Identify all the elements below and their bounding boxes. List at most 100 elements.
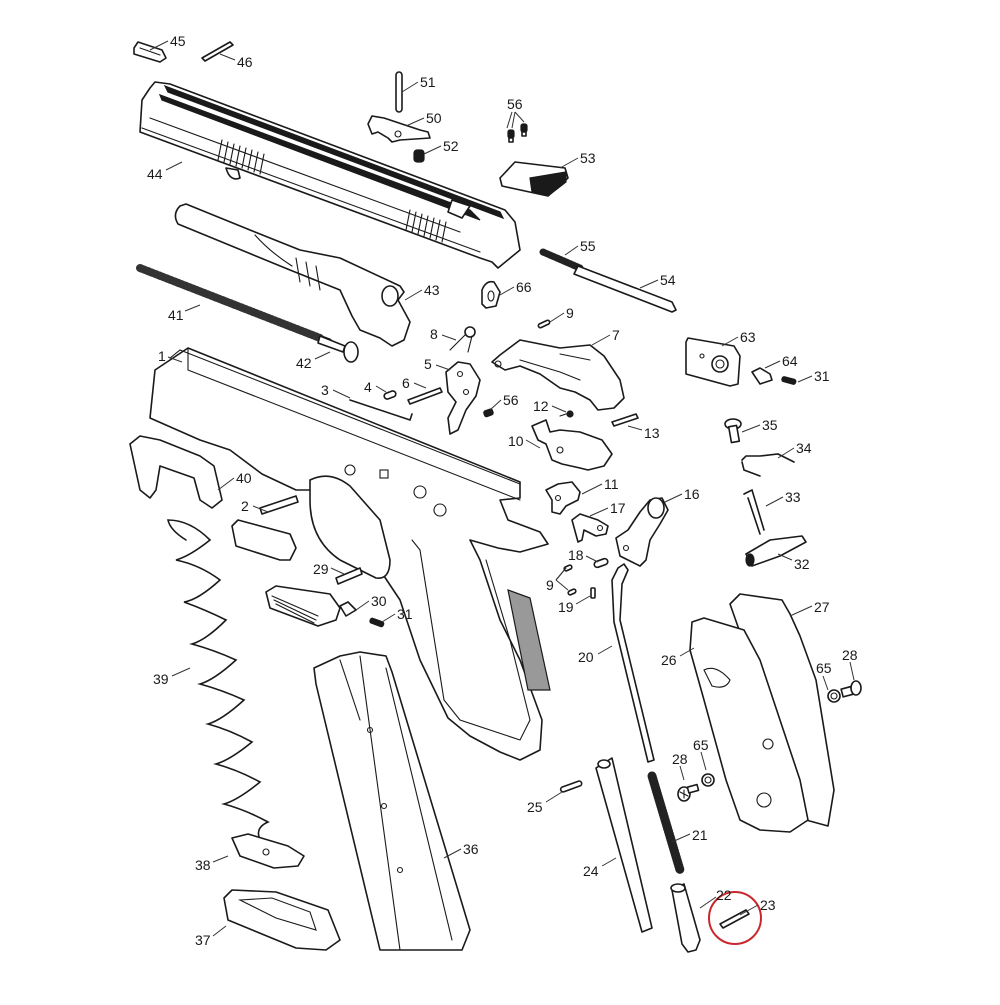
leader-line-65 [822,675,829,691]
leader-line-28 [849,661,855,681]
part-64-part [751,367,773,385]
leader-line-41 [184,304,201,312]
callout-label-2: 2 [241,498,249,514]
callout-label-10: 10 [508,433,524,449]
callout-label-4: 4 [364,379,372,395]
part-1-frame [149,347,551,761]
callout-label-55: 55 [580,238,596,254]
leader-line-51 [401,81,419,93]
callout-label-27: 27 [814,599,830,615]
part-33-spring [743,488,765,535]
part-31-spring [781,376,797,385]
part-31-spring-b [369,617,385,628]
leader-line-8 [441,334,457,341]
callout-label-41: 41 [168,307,184,323]
callout-label-56: 56 [503,392,519,408]
callout-label-12: 12 [533,398,549,414]
callout-label-6: 6 [402,375,410,391]
callout-label-54: 54 [660,272,676,288]
leader-line-56 [489,399,502,411]
part-40-magazine-catch [129,435,223,509]
leader-line-24 [601,857,617,867]
callout-label-8: 8 [430,326,438,342]
callout-label-28: 28 [672,751,688,767]
part-63-plate [685,337,741,387]
leader-line-16 [664,493,683,503]
leader-line-31 [797,375,813,383]
part-66-part [481,280,501,309]
callout-label-9: 9 [566,305,574,321]
callout-label-38: 38 [195,857,211,873]
callout-label-31: 31 [814,368,830,384]
callout-label-65: 65 [693,737,709,753]
callout-label-23: 23 [760,897,776,913]
part-37-magazine-base [223,889,341,951]
leader-line-50 [405,117,425,127]
callout-label-7: 7 [612,327,620,343]
highlight-circle-23 [708,891,762,945]
leader-line-3 [332,389,351,399]
callout-label-50: 50 [426,110,442,126]
part-13-pin [611,413,639,427]
part-65-washer [827,689,841,703]
part-55-firing-pin-spring [539,248,584,272]
leader-line-9 [555,567,567,581]
part-18-pin [593,557,609,569]
leader-line-23 [739,904,759,916]
leader-line-53 [559,157,579,169]
callout-label-43: 43 [424,282,440,298]
leader-line-26 [679,647,695,657]
leader-line-30 [355,600,370,611]
leader-line-11 [581,483,603,495]
part-43-barrel [174,203,411,347]
callout-label-53: 53 [580,150,596,166]
part-52-extractor-spring [413,149,425,163]
callout-label-35: 35 [762,417,778,433]
callout-label-46: 46 [237,54,253,70]
callout-label-63: 63 [740,329,756,345]
leader-line-9 [549,312,565,323]
leader-line-56 [506,111,513,129]
part-11-sear [545,481,581,515]
leader-line-54 [639,279,659,289]
part-53-rear-sight [499,161,569,197]
leader-line-19 [575,595,591,605]
callout-label-28: 28 [842,647,858,663]
part-26-grip-left [689,617,809,833]
part-30-plunger [339,601,357,617]
callout-label-37: 37 [195,932,211,948]
callout-label-26: 26 [661,652,677,668]
leader-line-55 [564,245,579,256]
callout-label-45: 45 [170,33,186,49]
callout-label-65: 65 [816,660,832,676]
part-65-washer-b [701,773,715,787]
leader-line-63 [721,336,739,347]
leader-line-44 [165,161,183,171]
callout-label-20: 20 [578,649,594,665]
callout-label-44: 44 [147,166,163,182]
callout-label-36: 36 [463,841,479,857]
leader-line-39 [171,667,191,677]
callout-label-40: 40 [236,470,252,486]
part-2-slide-stop [231,495,299,561]
part-46-pin [201,41,234,62]
part-19-pin [590,587,596,599]
leader-line-32 [777,553,793,561]
leader-line-29 [330,567,345,575]
leader-line-36 [443,848,462,859]
leader-line-7 [591,334,611,346]
leader-line-34 [777,447,795,459]
leader-line-21 [671,833,691,843]
leader-line-12 [551,405,567,413]
leader-line-43 [404,289,423,301]
callout-label-13: 13 [644,425,660,441]
callout-label-19: 19 [558,599,574,615]
leader-line-28 [679,765,685,781]
part-17-part [571,513,609,543]
callout-label-9: 9 [546,577,554,593]
leader-line-33 [765,496,784,507]
leader-line-31 [381,613,396,623]
part-10-hammer-assembly [531,419,613,471]
leader-line-52 [423,145,442,155]
